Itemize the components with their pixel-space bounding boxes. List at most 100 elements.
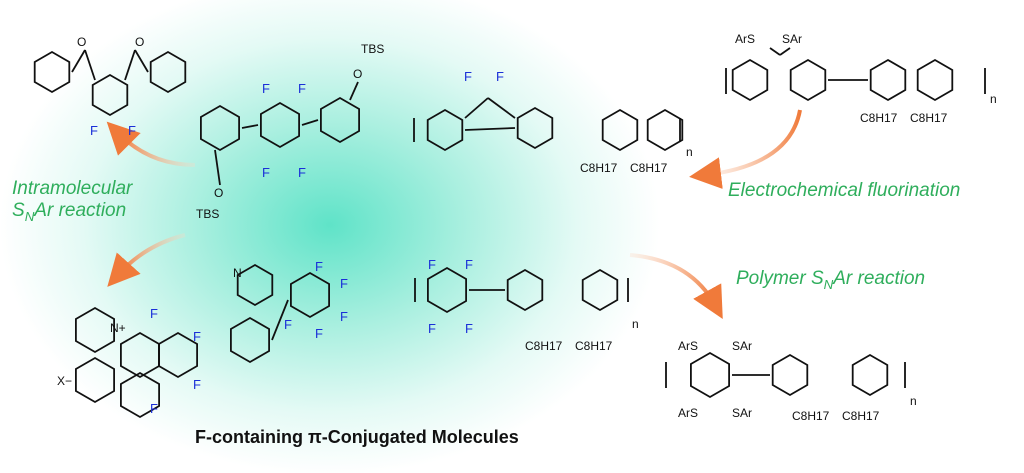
atom-f: F [150, 401, 158, 416]
benzene-ring [581, 268, 619, 312]
alkyl-label: C8H17 [910, 111, 948, 125]
benzene-ring [426, 108, 464, 152]
text: Ar reaction [833, 268, 926, 289]
benzene-ring [236, 263, 274, 307]
ars-label: ArS [735, 32, 756, 46]
repeat-n: n [632, 317, 639, 331]
alkyl-label: C8H17 [525, 339, 563, 353]
bond [84, 49, 96, 81]
arrow-electrochemical [689, 109, 802, 190]
bond [464, 97, 489, 119]
atom-o: O [135, 35, 145, 49]
arrow-polymer-snar [629, 253, 723, 319]
reaction-label-polymer-snar: Polymer SNAr reaction [736, 268, 925, 292]
benzene-ring [75, 306, 115, 354]
atom-f: F [128, 123, 136, 138]
text: Polymer S [736, 268, 824, 289]
benzene-ring [75, 356, 115, 404]
benzene-ring [646, 108, 684, 152]
reaction-label-intramolecular: Intramolecular SNAr reaction [12, 178, 132, 224]
reaction-label-electrochemical: Electrochemical fluorination [728, 180, 961, 201]
counterion-label: X− [57, 374, 73, 388]
atom-f: F [150, 306, 158, 321]
benzene-ring [199, 104, 241, 152]
benzene-ring [869, 58, 907, 102]
bond [769, 47, 781, 56]
benzene-ring [851, 353, 889, 397]
benzene-ring [91, 73, 129, 117]
alkyl-label: C8H17 [630, 161, 668, 175]
atom-f: F [298, 165, 306, 180]
benzene-ring [789, 58, 827, 102]
atom-f: F [340, 276, 348, 291]
atom-f: F [465, 321, 473, 336]
alkyl-label: C8H17 [792, 409, 830, 423]
benzene-ring [120, 331, 161, 379]
benzene-ring [33, 50, 71, 94]
tbs-label: TBS [196, 207, 220, 221]
alkyl-label: C8H17 [842, 409, 880, 423]
bond [464, 127, 516, 131]
atom-f: F [315, 326, 323, 341]
repeat-n: n [990, 92, 997, 106]
benzene-ring [601, 108, 639, 152]
benzene-ring [731, 58, 769, 102]
benzene-ring [229, 316, 271, 364]
atom-f: F [340, 309, 348, 324]
benzene-ring [506, 268, 544, 312]
arrow-intramolecular [106, 121, 196, 167]
sar-label: SAr [782, 32, 803, 46]
atom-f: F [262, 165, 270, 180]
atom-o: O [77, 35, 87, 49]
atom-f: F [428, 257, 436, 272]
bond [779, 47, 791, 56]
alkyl-label: C8H17 [860, 111, 898, 125]
benzene-ring [690, 351, 730, 399]
atom-o: O [214, 186, 224, 200]
benzene-ring [426, 266, 468, 314]
atom-f: F [428, 321, 436, 336]
atom-f: F [464, 69, 472, 84]
sar-label: SAr [732, 406, 753, 420]
atom-f: F [315, 259, 323, 274]
bond [349, 81, 359, 101]
atom-f: F [193, 329, 201, 344]
repeat-n: n [686, 145, 693, 159]
bond [271, 299, 289, 341]
atom-f: F [284, 317, 292, 332]
text: Ar reaction [34, 200, 127, 221]
text: Intramolecular [12, 178, 133, 199]
benzene-ring [516, 106, 554, 150]
bond [214, 149, 221, 186]
benzene-ring [259, 101, 301, 149]
text: N [823, 276, 834, 292]
text: N [24, 208, 35, 224]
arrow-pyridinium [107, 233, 186, 287]
alkyl-label: C8H17 [580, 161, 618, 175]
bond [301, 119, 319, 126]
bond [241, 124, 259, 129]
benzene-ring [120, 371, 161, 419]
atom-f: F [90, 123, 98, 138]
atom-f: F [496, 69, 504, 84]
figure-title: F-containing π-Conjugated Molecules [195, 427, 519, 447]
atom-f: F [298, 81, 306, 96]
bond [71, 49, 86, 73]
sar-label: SAr [732, 339, 753, 353]
atom-f: F [193, 377, 201, 392]
benzene-ring [149, 50, 187, 94]
atom-f: F [262, 81, 270, 96]
tbs-label: TBS [361, 42, 385, 56]
benzene-ring [157, 331, 199, 379]
atom-f: F [465, 257, 473, 272]
benzene-ring [916, 58, 954, 102]
benzene-ring [319, 96, 361, 144]
ars-label: ArS [678, 339, 699, 353]
ars-label: ArS [678, 406, 699, 420]
bond [487, 97, 516, 119]
nitrogen-label: N [233, 266, 242, 280]
bond [124, 49, 136, 81]
alkyl-label: C8H17 [575, 339, 613, 353]
